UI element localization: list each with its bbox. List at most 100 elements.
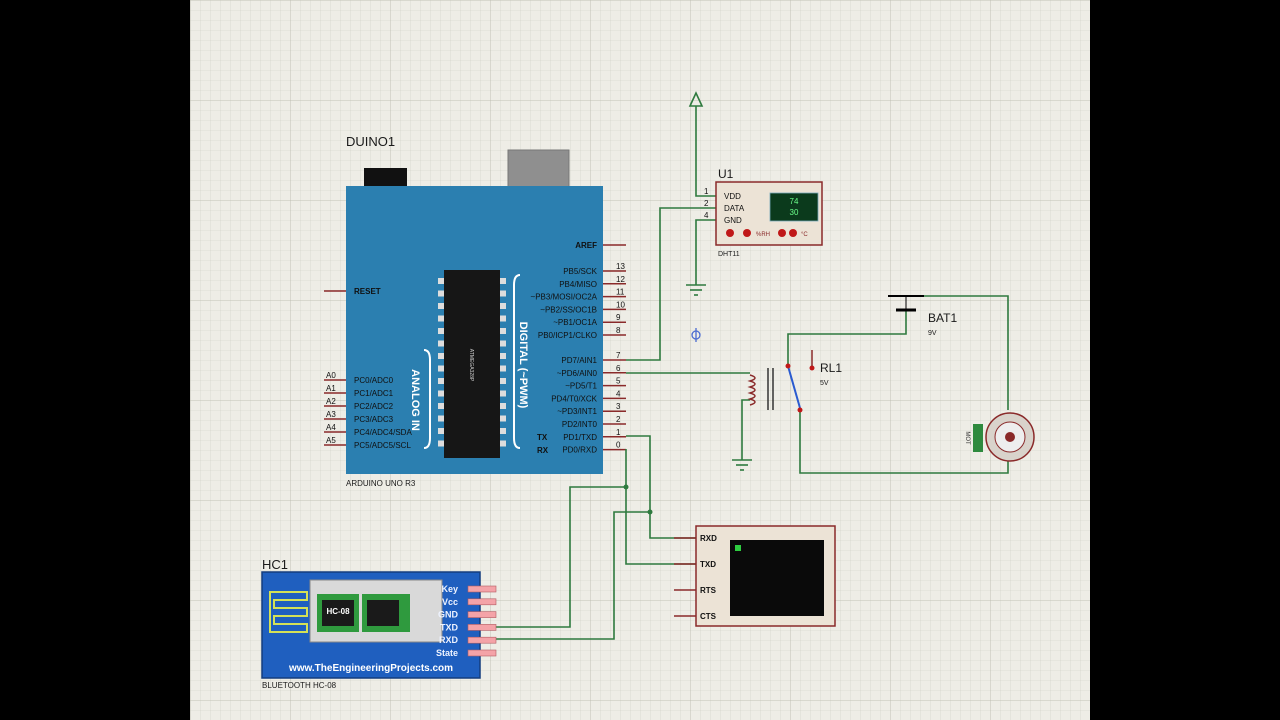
chip-pin-left — [438, 440, 444, 447]
digital-pin-label: PB0/ICP1/CLKO — [538, 331, 597, 340]
chip-pin-left — [438, 340, 444, 347]
sensor-pin-label: GND — [724, 216, 742, 225]
aref-label: AREF — [575, 241, 597, 250]
digital-pin-num: 3 — [616, 402, 621, 411]
terminal-pin-label: CTS — [700, 612, 717, 621]
bt-pin-header — [467, 611, 497, 618]
digital-pin-num: 0 — [616, 441, 621, 450]
sensor-ref: U1 — [718, 167, 734, 181]
chip-pin-right — [500, 290, 506, 297]
schematic-canvas[interactable]: DUINO1 ATMEGA328P DIGITAL (~PWM) ANALOG … — [190, 0, 1090, 720]
sensor-btn-3[interactable] — [778, 229, 786, 237]
digital-pin-label: ~PD6/AIN0 — [557, 369, 598, 378]
digital-pin-num: 5 — [616, 377, 621, 386]
chip-pin-right — [500, 428, 506, 434]
battery[interactable]: BAT1 9V — [888, 295, 957, 337]
bt-antenna — [269, 591, 308, 633]
digital-pin-num: 11 — [616, 288, 625, 297]
digital-pin-num: 7 — [616, 351, 621, 360]
chip-pin-right — [500, 365, 506, 372]
sensor-btn-1[interactable] — [726, 229, 734, 237]
chip-pin-left — [438, 303, 444, 309]
digital-pin-label: ~PD3/INT1 — [557, 407, 597, 416]
ground-symbol-dht — [686, 284, 706, 296]
chip-text: ATMEGA328P — [468, 349, 474, 382]
bt-pin-label: State — [436, 648, 458, 658]
chip-pin-right — [500, 390, 506, 397]
arduino-board[interactable]: DUINO1 ATMEGA328P DIGITAL (~PWM) ANALOG … — [324, 134, 626, 488]
sensor-c-label: °C — [801, 232, 808, 238]
chip-pin-left — [438, 390, 444, 397]
chip-pin-left — [438, 365, 444, 372]
terminal-screen — [730, 540, 824, 616]
digital-pin-num: 12 — [616, 275, 625, 284]
bt-pin-header — [467, 636, 497, 644]
digital-pin-label: ~PB1/OC1A — [553, 318, 597, 327]
digital-pin-label: PD7/AIN1 — [561, 356, 597, 365]
junctions — [623, 484, 653, 515]
chip-pin-left — [438, 290, 444, 297]
sensor-pin-label: DATA — [724, 204, 745, 213]
digital-side-label: DIGITAL (~PWM) — [517, 322, 529, 409]
chip-pin-right — [500, 303, 506, 309]
digital-pin-label: ~PB2/SS/OC1B — [540, 305, 597, 314]
analog-pin-num: A1 — [326, 384, 336, 393]
bt-pin-label: Key — [441, 584, 458, 594]
sensor-pin-label: VDD — [724, 192, 741, 201]
sensor-pin-num: 1 — [704, 187, 709, 196]
chip-pin-left — [438, 378, 444, 384]
analog-pin-label: PC4/ADC4/SDA — [354, 428, 412, 437]
relay-coil — [747, 374, 756, 406]
reset-label: RESET — [354, 287, 381, 296]
chip-pin-left — [438, 315, 444, 322]
analog-pin-num: A5 — [326, 436, 336, 445]
chip-pin-right — [500, 378, 506, 384]
bt-pin-label: TXD — [440, 622, 459, 632]
bt-pin-header — [467, 624, 497, 631]
analog-pin-label: PC5/ADC5/SCL — [354, 441, 411, 450]
bt-pin-header — [467, 649, 497, 657]
sensor-lcd-line1: 74 — [790, 197, 799, 206]
sensor-btn-4[interactable] — [789, 229, 797, 237]
chip-pin-right — [500, 415, 506, 422]
chip-pin-right — [500, 403, 506, 409]
sensor-lcd-line2: 30 — [790, 208, 799, 217]
digital-pin-num: 13 — [616, 262, 625, 271]
schematic-svg: DUINO1 ATMEGA328P DIGITAL (~PWM) ANALOG … — [190, 0, 1090, 720]
chip-pin-right — [500, 328, 506, 334]
digital-pin-label: PB5/SCK — [563, 267, 597, 276]
sensor-lcd — [769, 192, 819, 222]
sensor-name: DHT11 — [718, 251, 740, 258]
chip-pin-left — [438, 415, 444, 422]
rx-label: RX — [537, 446, 549, 455]
digital-pin-num: 9 — [616, 313, 621, 322]
digital-pin-num: 8 — [616, 326, 621, 335]
chip-pin-left — [438, 403, 444, 409]
chip-pin-right — [500, 340, 506, 347]
relay-switch — [787, 365, 801, 409]
analog-pin-label: PC2/ADC2 — [354, 402, 394, 411]
digital-pin-label: PD4/T0/XCK — [551, 394, 597, 403]
relay-ref: RL1 — [820, 361, 842, 375]
chip-pin-right — [500, 440, 506, 447]
chip-pin-right — [500, 353, 506, 359]
chip-pin-right — [500, 315, 506, 322]
digital-pin-num: 6 — [616, 364, 621, 373]
tx-label: TX — [537, 433, 548, 442]
terminal-cursor — [735, 545, 741, 551]
motor[interactable]: MOT — [964, 412, 1035, 462]
digital-pin-num: 2 — [616, 415, 621, 424]
relay[interactable]: RL1 5V — [747, 350, 842, 413]
analog-pin-label: PC1/ADC1 — [354, 389, 394, 398]
digital-pin-label: ~PD5/T1 — [565, 382, 597, 391]
digital-pin-num: 1 — [616, 428, 621, 437]
motor-indicator — [973, 424, 983, 452]
sensor-btn-2[interactable] — [743, 229, 751, 237]
bt-pin-label: RXD — [439, 635, 459, 645]
analog-pin-num: A4 — [326, 423, 336, 432]
chip-pin-left — [438, 328, 444, 334]
digital-pin-num: 4 — [616, 389, 621, 398]
